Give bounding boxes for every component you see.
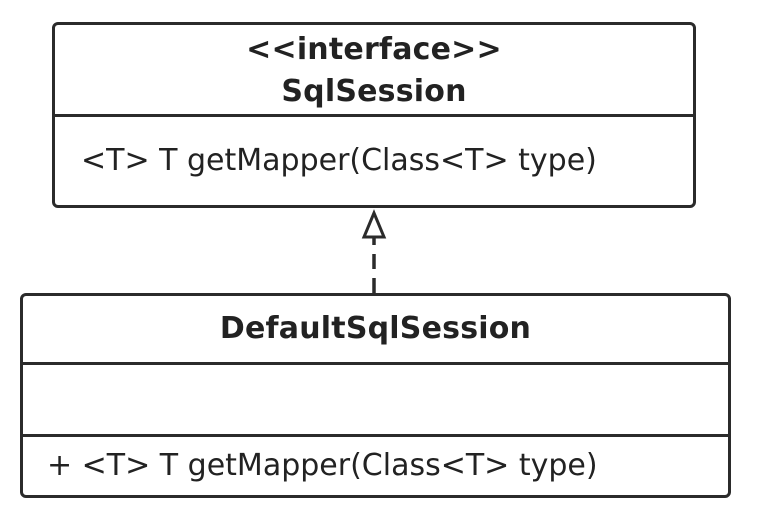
sqlsession-interface-box: <<interface>> SqlSession <T> T getMapper…	[52, 22, 696, 208]
class-operation: + <T> T getMapper(Class<T> type)	[47, 448, 598, 483]
hollow-triangle-arrowhead	[361, 209, 387, 239]
class-name: DefaultSqlSession	[219, 311, 532, 346]
class-name-compartment: DefaultSqlSession	[23, 296, 728, 365]
interface-class-name: SqlSession	[281, 73, 467, 109]
interface-operation: <T> T getMapper(Class<T> type)	[81, 143, 597, 178]
interface-operations-compartment: <T> T getMapper(Class<T> type)	[55, 117, 693, 205]
interface-stereotype: <<interface>>	[246, 31, 502, 67]
class-attributes-compartment	[23, 365, 728, 437]
class-operations-compartment: + <T> T getMapper(Class<T> type)	[23, 437, 728, 495]
defaultsqlsession-class-box: DefaultSqlSession + <T> T getMapper(Clas…	[20, 293, 731, 498]
interface-name-compartment: <<interface>> SqlSession	[55, 25, 693, 117]
